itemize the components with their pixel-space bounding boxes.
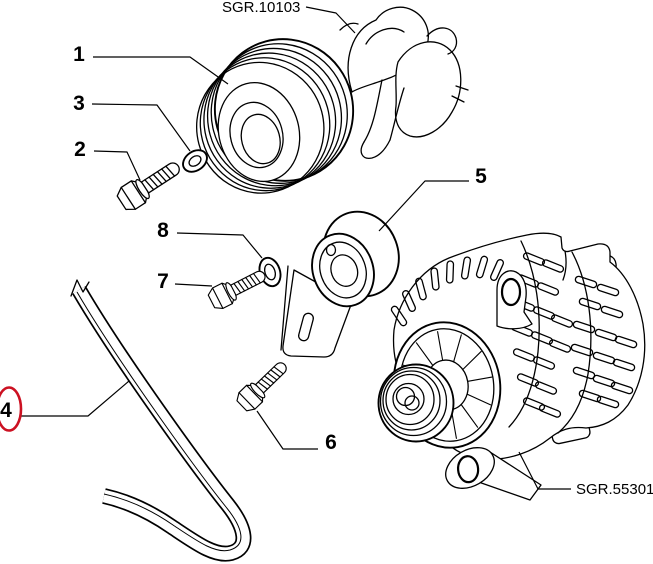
bolt-2-drawing	[116, 162, 180, 211]
callout-4: 4	[0, 399, 12, 422]
alternator-bottom-lug	[445, 447, 542, 501]
leader-sgr55301	[518, 451, 571, 490]
bolt-6-drawing	[236, 362, 287, 412]
callout-5: 5	[475, 165, 487, 188]
highlight-ellipse	[0, 386, 23, 432]
ref-label-crankshaft: SGR.10103	[222, 0, 300, 16]
washer-3-drawing	[182, 149, 208, 173]
callout-2: 2	[74, 138, 86, 161]
callout-7: 7	[157, 270, 169, 293]
leader-8	[176, 232, 263, 259]
leader-4	[21, 380, 130, 417]
leader-7	[174, 283, 213, 287]
ref-label-alternator: SGR.55301	[576, 481, 653, 498]
alternator-pulley	[377, 363, 455, 443]
tensioner-drawing	[280, 210, 400, 358]
crankshaft-drawing	[339, 6, 469, 159]
belt-drawing	[70, 279, 252, 562]
leader-1	[93, 56, 229, 85]
callout-4-highlight: 4	[0, 386, 23, 432]
crank-pulley-drawing	[195, 38, 355, 194]
leader-2	[93, 150, 141, 181]
bolt-7-drawing	[207, 270, 266, 309]
callout-6: 6	[325, 431, 337, 454]
callout-3: 3	[73, 92, 85, 115]
leader-sgr10103	[305, 6, 356, 34]
leader-5	[378, 180, 469, 232]
callout-1: 1	[73, 43, 85, 66]
leader-3	[91, 103, 191, 152]
callout-8: 8	[157, 219, 169, 242]
alternator-drawing	[377, 232, 646, 501]
leader-6	[256, 410, 318, 450]
alternator-top-lug	[496, 270, 533, 330]
